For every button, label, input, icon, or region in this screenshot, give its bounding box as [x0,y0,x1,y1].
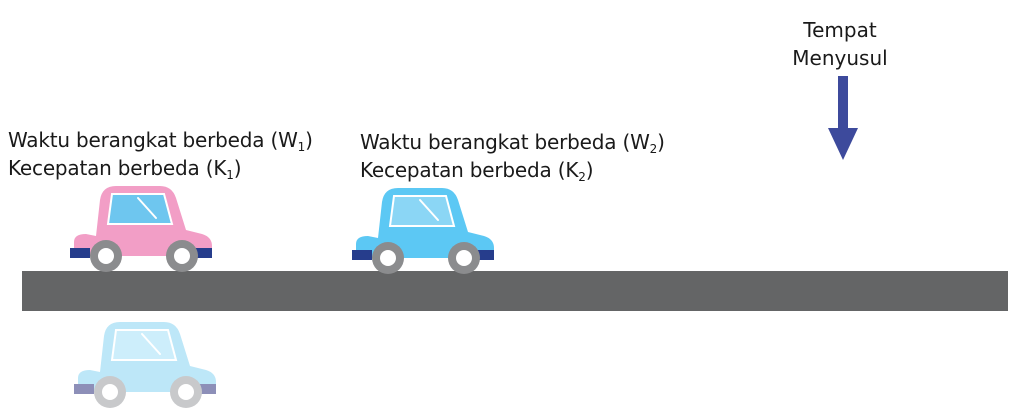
road [22,271,1008,311]
car-2-speed-text: Kecepatan berbeda (K2) [360,158,594,184]
car-2-label: Waktu berangkat berbeda (W2) Kecepatan b… [360,128,665,184]
car-1-departure-text: Waktu berangkat berbeda (W1) [8,128,313,154]
car-2-departure-text: Waktu berangkat berbeda (W2) [360,130,665,156]
car-1-speed-text: Kecepatan berbeda (K1) [8,156,242,182]
meeting-point-line-1: Tempat [803,18,877,42]
blue-car [352,188,494,274]
meeting-point-label: Tempat Menyusul [770,16,910,72]
meeting-point-line-2: Menyusul [792,46,888,70]
down-arrow-icon [828,76,858,160]
car-1-label: Waktu berangkat berbeda (W1) Kecepatan b… [8,126,313,182]
pink-car [70,186,212,272]
faded-blue-car [74,322,216,408]
